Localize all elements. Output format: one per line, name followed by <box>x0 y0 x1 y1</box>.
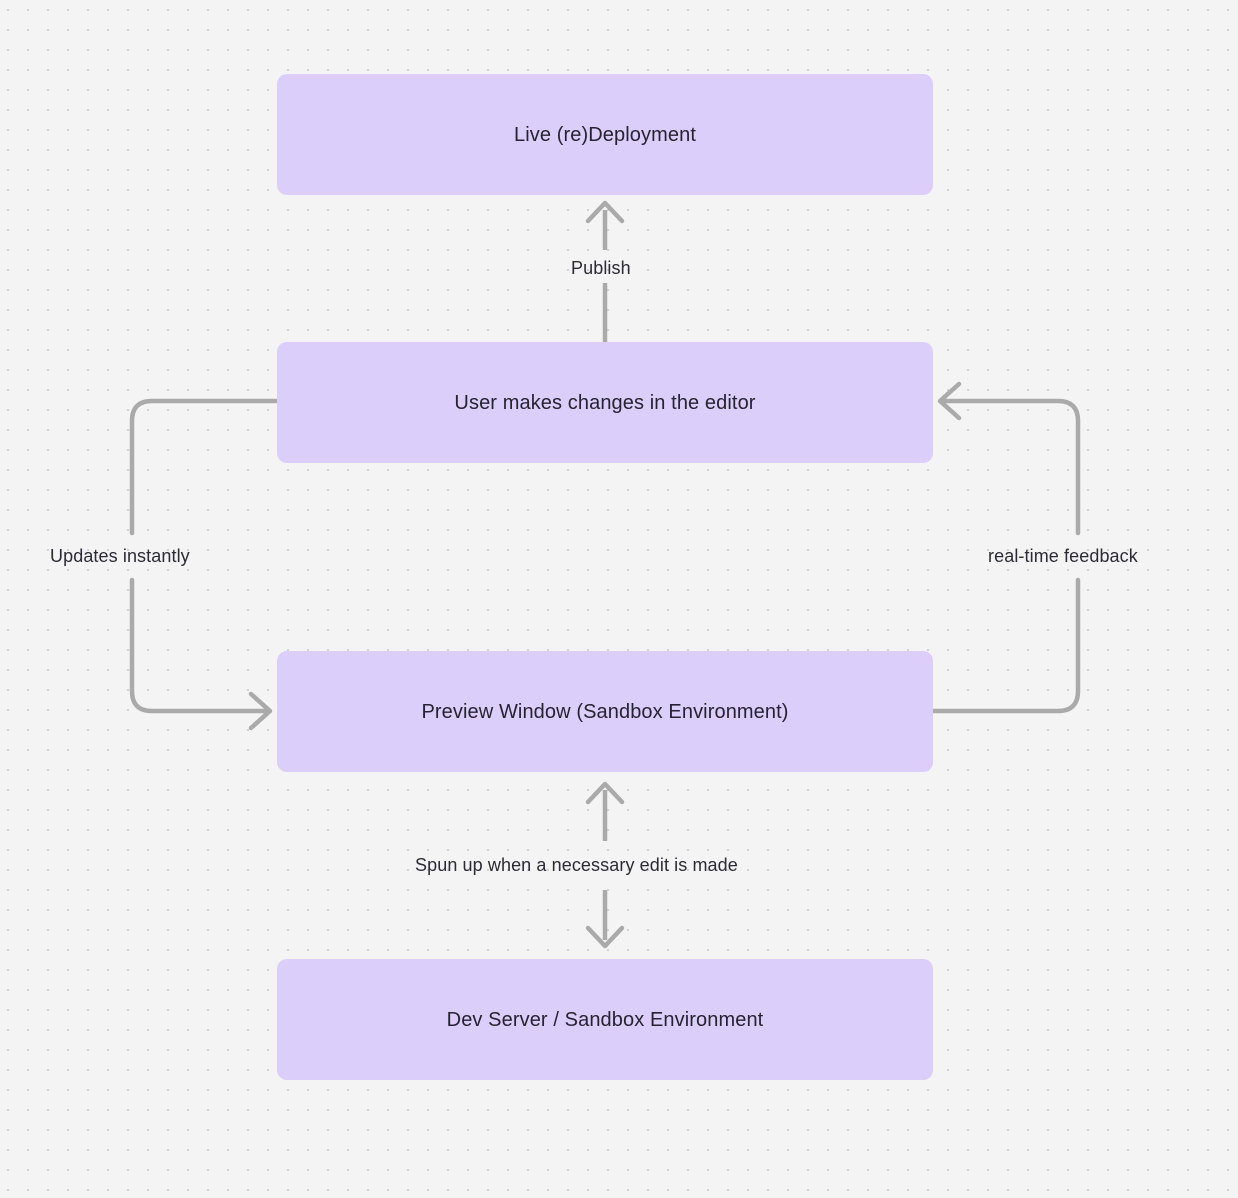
node-label: Live (re)Deployment <box>514 123 696 146</box>
edge-label-spun-up: Spun up when a necessary edit is made <box>415 855 738 875</box>
node-label: User makes changes in the editor <box>454 391 756 414</box>
edge-label-real-time-feedback: real-time feedback <box>988 546 1138 566</box>
node-label: Dev Server / Sandbox Environment <box>446 1008 764 1031</box>
node-user-makes-changes[interactable]: User makes changes in the editor <box>277 342 933 463</box>
node-label: Preview Window (Sandbox Environment) <box>421 700 789 723</box>
node-live-redeployment[interactable]: Live (re)Deployment <box>277 74 933 195</box>
node-preview-window[interactable]: Preview Window (Sandbox Environment) <box>277 651 933 772</box>
edge-label-publish: Publish <box>571 258 631 278</box>
node-dev-server[interactable]: Dev Server / Sandbox Environment <box>277 959 933 1080</box>
edge-label-updates-instantly: Updates instantly <box>50 546 190 566</box>
